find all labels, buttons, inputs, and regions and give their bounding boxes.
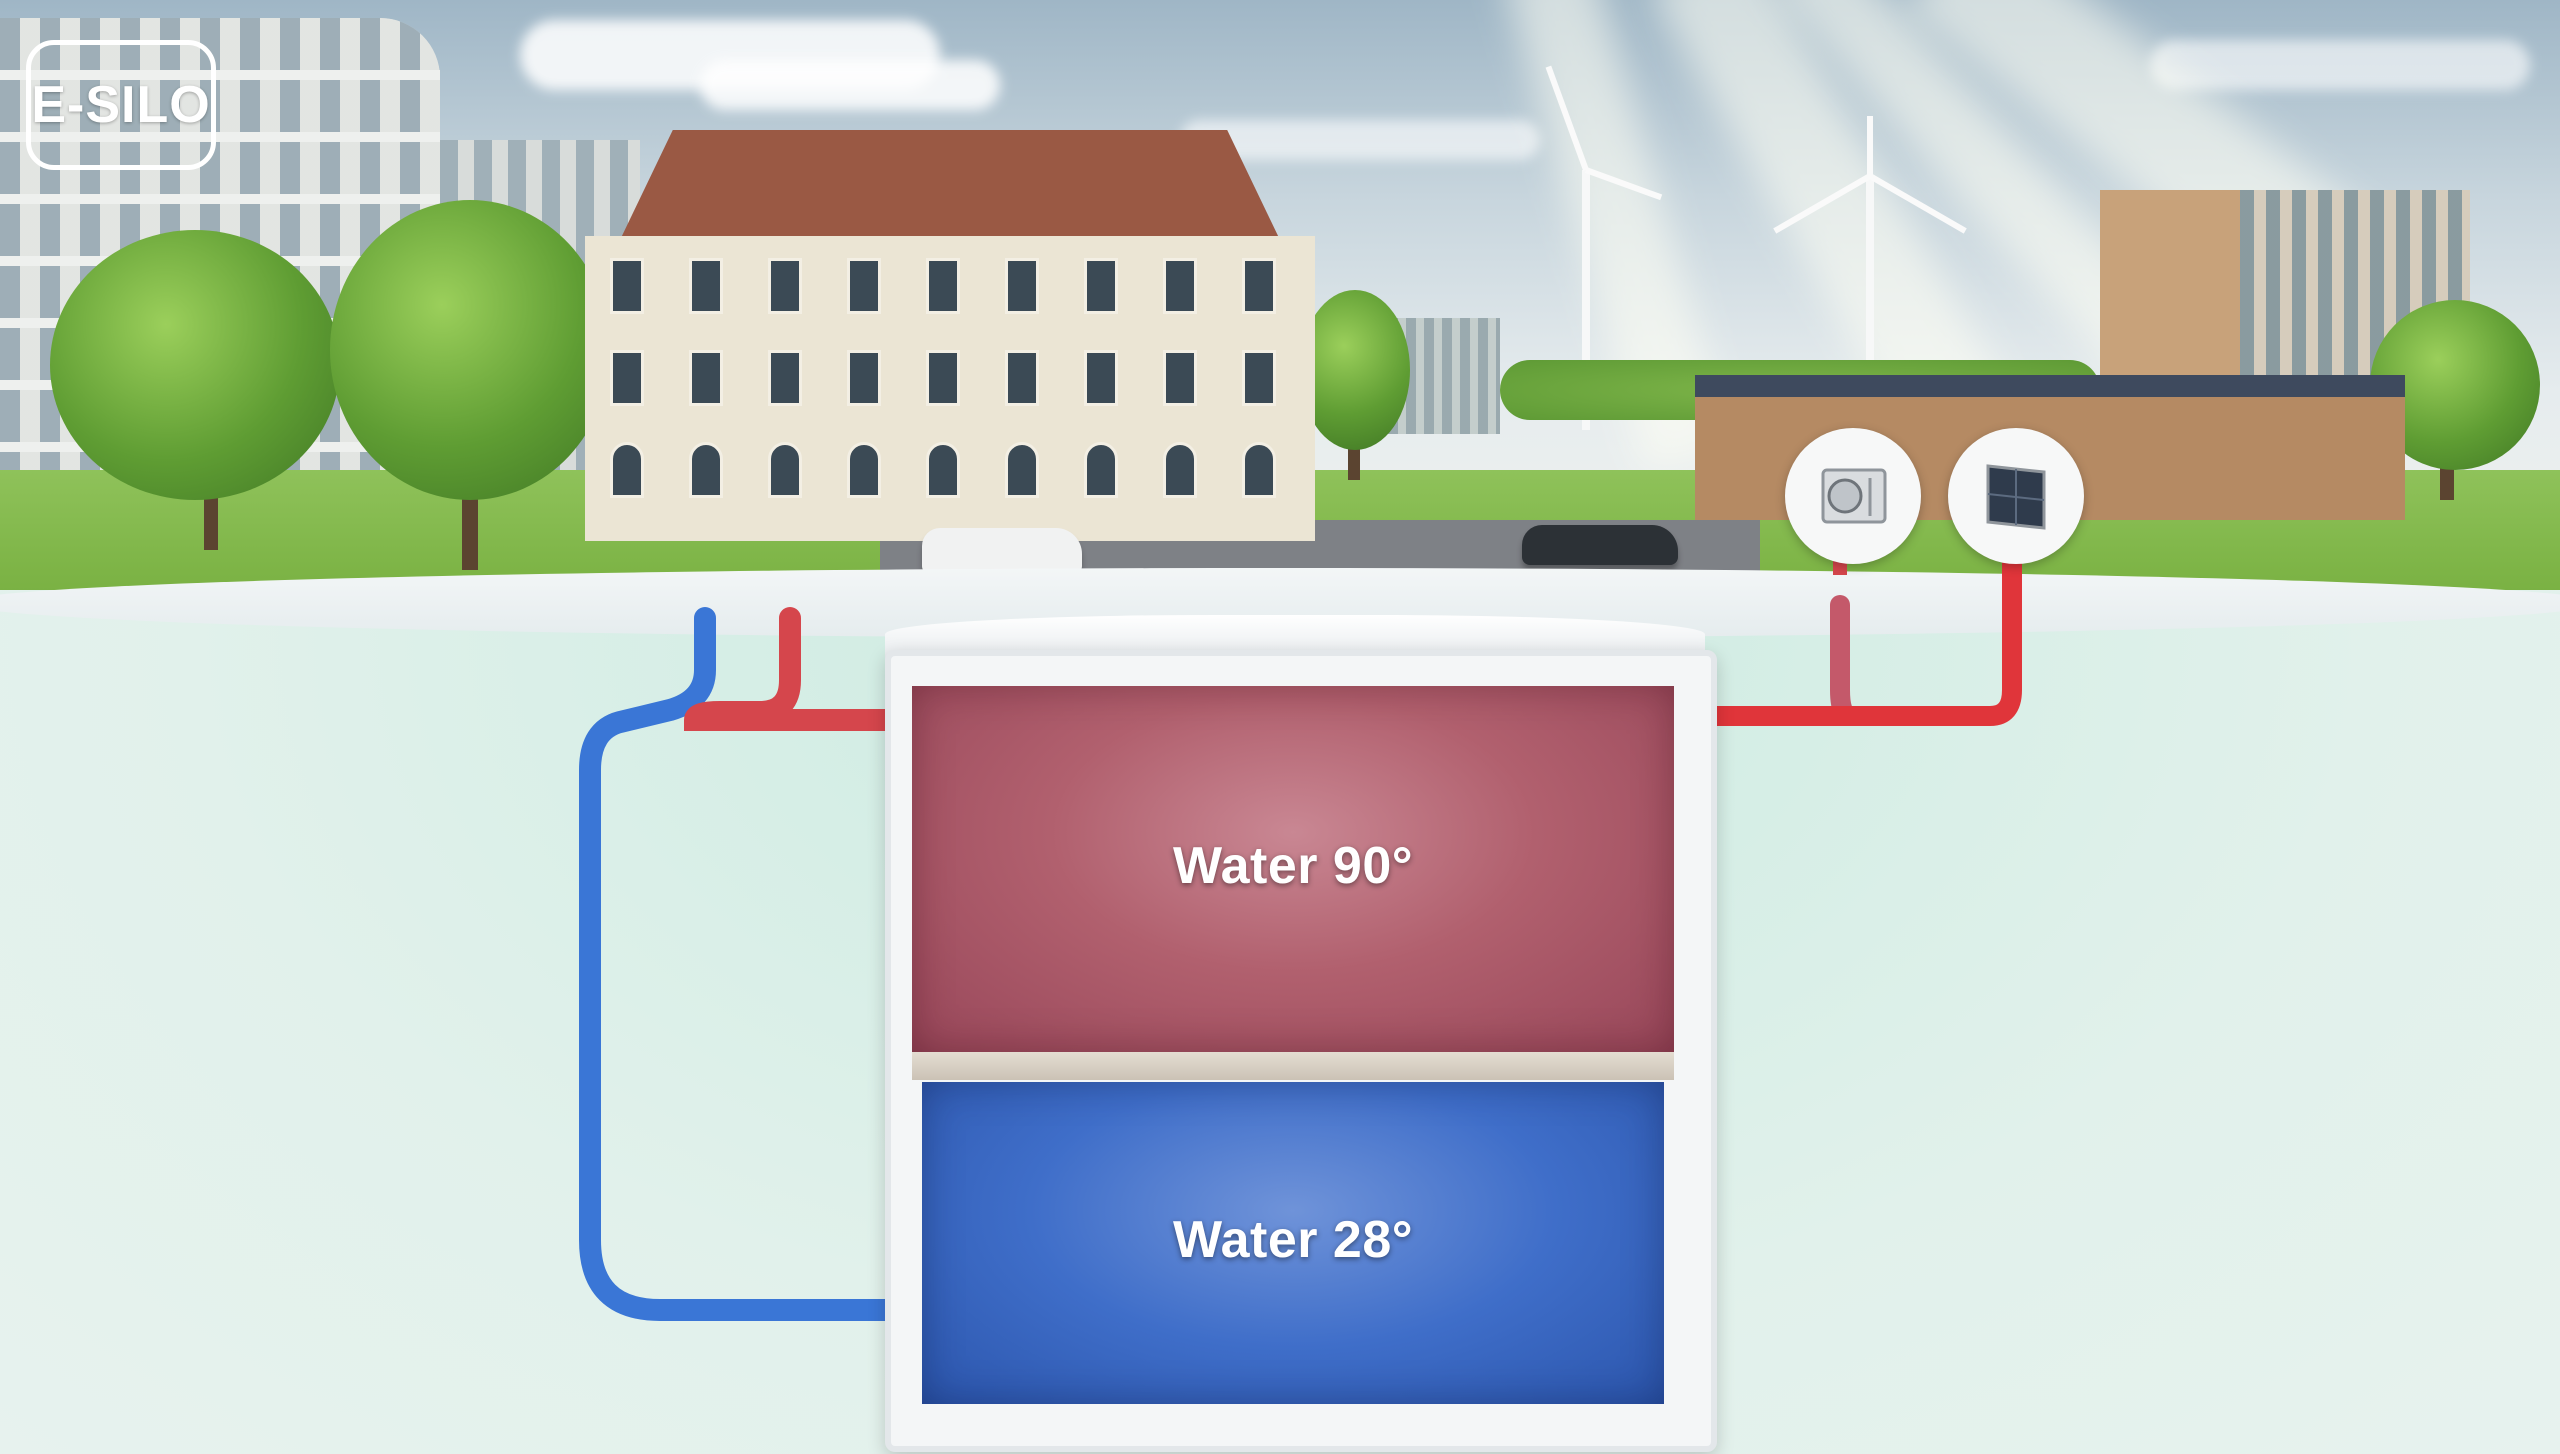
building-window [689, 258, 723, 314]
building-window [1084, 258, 1118, 314]
building-window [847, 258, 881, 314]
building-window [1242, 442, 1276, 498]
heat-pump-icon [1821, 468, 1887, 524]
building-window [610, 350, 644, 406]
hot-water-label: Water 90° [1172, 837, 1414, 895]
hot-pipe-far-right [1700, 550, 2022, 726]
building-window [1084, 442, 1118, 498]
heat-pump-bubble [1785, 428, 1921, 564]
building-window [1163, 442, 1197, 498]
e-silo-logo: E-SILO [26, 40, 216, 170]
solar-panel-bubble [1948, 428, 2084, 564]
solar-panel-icon [1986, 464, 2046, 530]
building-window [768, 350, 802, 406]
cold-return-pipe [579, 607, 901, 1321]
building-window [847, 350, 881, 406]
building-window [689, 442, 723, 498]
building-window [768, 442, 802, 498]
building-window [926, 350, 960, 406]
hot-pipe-right [1700, 595, 1854, 726]
building-window [926, 258, 960, 314]
building-window [1242, 258, 1276, 314]
car-white [922, 528, 1082, 574]
building-window [926, 442, 960, 498]
logo-text: E-SILO [31, 76, 211, 134]
building-window [847, 442, 881, 498]
building-window [1242, 350, 1276, 406]
building-window [610, 442, 644, 498]
hot-water-layer: Water 90° [912, 686, 1674, 1052]
building-window [610, 258, 644, 314]
thermal-divider [912, 1052, 1674, 1080]
cold-water-label: Water 28° [1172, 1211, 1414, 1269]
hot-supply-pipe-left [683, 607, 906, 731]
building-window [1163, 258, 1197, 314]
building-window [768, 258, 802, 314]
cold-water-layer: Water 28° [922, 1082, 1664, 1404]
building-window [1005, 350, 1039, 406]
car-dark [1522, 525, 1678, 565]
building-window [689, 350, 723, 406]
building-window [1005, 258, 1039, 314]
building-window [1163, 350, 1197, 406]
building-window [1005, 442, 1039, 498]
building-window [1084, 350, 1118, 406]
